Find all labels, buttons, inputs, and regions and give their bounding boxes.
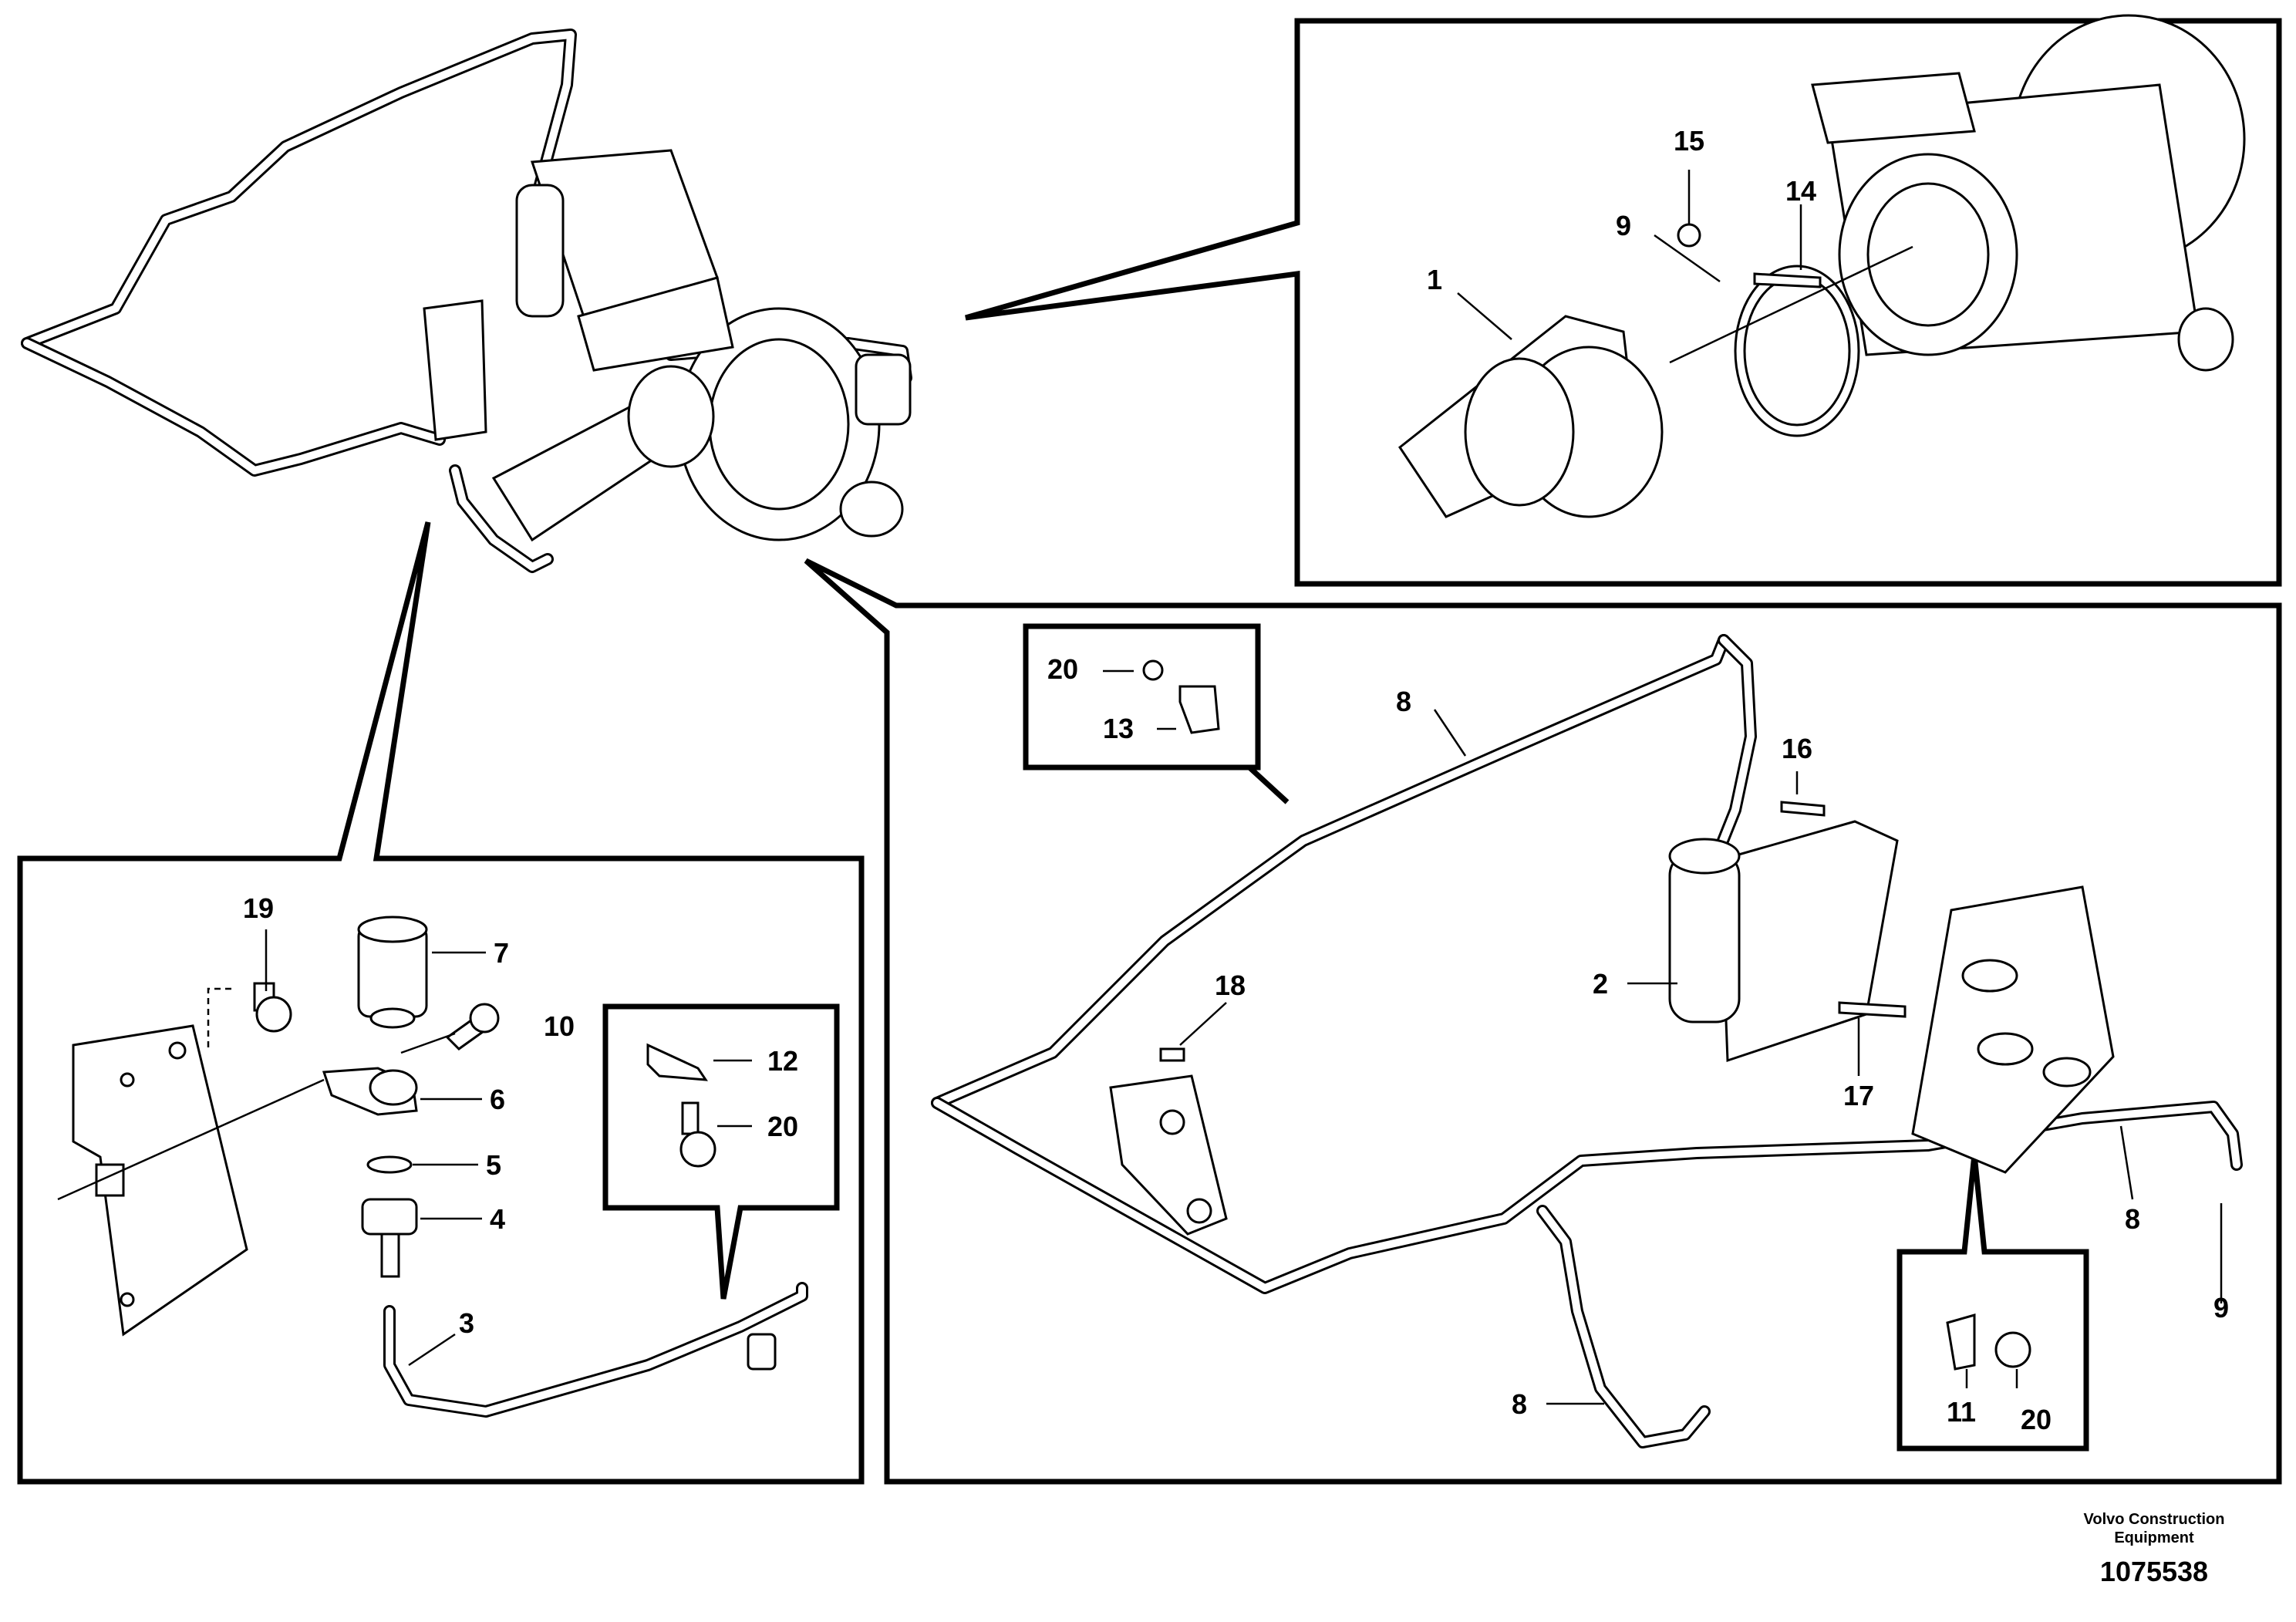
callout-13: 13 (1103, 713, 1134, 744)
callout-5: 5 (486, 1149, 501, 1181)
callout-19: 19 (243, 892, 274, 924)
callout-18: 18 (1215, 969, 1246, 1001)
callout-8-right: 8 (2125, 1203, 2140, 1235)
callout-14: 14 (1785, 175, 1816, 207)
callout-11: 11 (1947, 1396, 1976, 1428)
pipe-assembly-detail (931, 634, 2243, 1448)
callout-16: 16 (1782, 733, 1812, 764)
callout-3: 3 (459, 1307, 474, 1339)
callout-20-top: 20 (1047, 653, 1078, 685)
callout-9-right: 9 (2213, 1292, 2229, 1324)
frame-clip-detail-top (1023, 623, 1290, 804)
frame-pipe-assembly (804, 558, 2282, 1485)
callout-labels: 1 9 15 14 19 7 10 6 5 4 3 12 20 20 13 8 … (243, 125, 2229, 1435)
company-line-1: Volvo Construction (2084, 1511, 2225, 1528)
callout-2: 2 (1593, 968, 1608, 1000)
figure-number: 1075538 (2100, 1556, 2208, 1587)
callout-17: 17 (1843, 1080, 1874, 1111)
frame-clip-detail-bottom (1896, 1154, 2089, 1452)
footer: Volvo Construction Equipment 1075538 (2084, 1511, 2225, 1587)
frame-turbo-detail (965, 18, 2282, 587)
callout-4: 4 (490, 1203, 505, 1235)
callout-20-bottom: 20 (2021, 1404, 2052, 1435)
callout-12: 12 (767, 1045, 798, 1077)
callout-10: 10 (544, 1010, 575, 1042)
callout-6: 6 (490, 1084, 505, 1115)
callout-1: 1 (1427, 264, 1442, 295)
callout-8-bottom: 8 (1512, 1388, 1527, 1420)
callout-20-left: 20 (767, 1111, 798, 1142)
detail-frames (17, 18, 2282, 1485)
overview-assembly (21, 29, 912, 573)
callout-15: 15 (1674, 125, 1704, 157)
callout-7: 7 (494, 937, 509, 969)
callout-9: 9 (1616, 210, 1631, 241)
turbo-detail (1397, 14, 2246, 518)
company-line-2: Equipment (2114, 1529, 2194, 1546)
sensor-detail (57, 916, 808, 1418)
frame-sensor-detail (17, 521, 865, 1485)
callout-8-top: 8 (1396, 686, 1411, 717)
frame-clip-detail-left (602, 1003, 840, 1300)
